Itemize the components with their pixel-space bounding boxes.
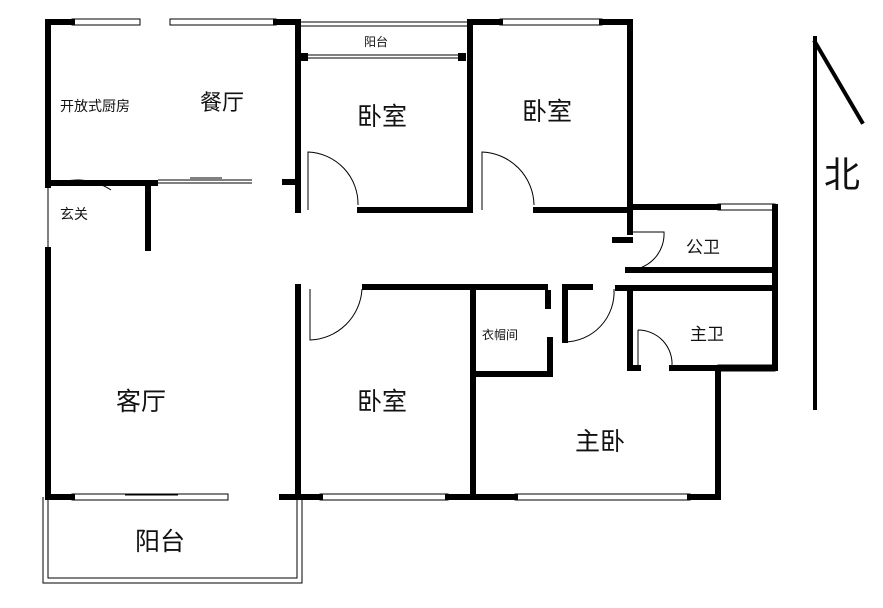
room-label-bedroom-north-2: 卧室	[522, 97, 573, 126]
room-label-master-bedroom: 主卧	[575, 427, 626, 456]
sliding-doors	[125, 54, 466, 496]
north-label: 北	[824, 155, 861, 196]
north-arrow-icon	[812, 36, 865, 410]
room-label-entrance: 玄关	[60, 207, 88, 223]
swing-doors	[47, 151, 673, 368]
room-label-closet: 衣帽间	[482, 328, 519, 342]
room-label-bedroom-north-1: 卧室	[357, 102, 408, 131]
room-label-dining: 餐厅	[200, 91, 245, 116]
room-label-open-kitchen: 开放式厨房	[60, 99, 130, 115]
room-label-master-bath: 主卫	[690, 325, 724, 345]
room-label-balcony-south: 阳台	[135, 527, 186, 556]
room-label-bedroom-south: 卧室	[357, 387, 408, 416]
walls	[45, 19, 778, 500]
room-label-public-bath: 公卫	[686, 238, 720, 258]
room-label-living: 客厅	[116, 387, 167, 416]
room-label-balcony-north: 阳台	[364, 35, 389, 49]
sliding-door-stops	[300, 53, 466, 61]
south-balcony-outline	[42, 497, 303, 584]
windows	[71, 18, 776, 501]
